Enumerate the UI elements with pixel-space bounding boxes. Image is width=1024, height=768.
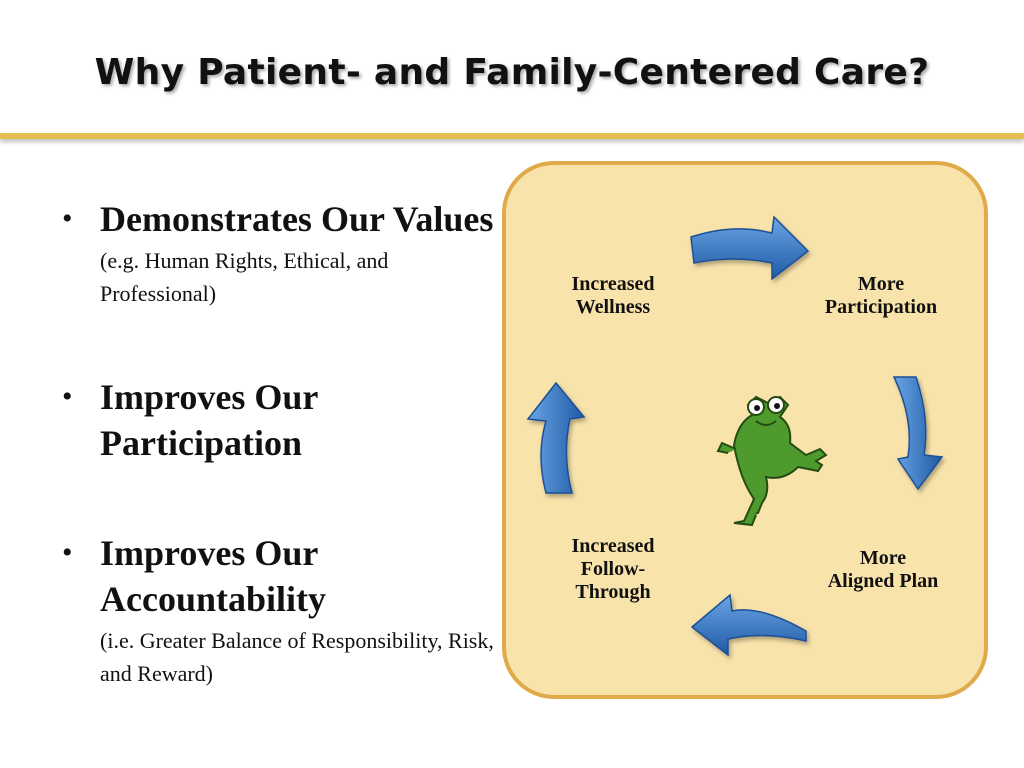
curved-arrow-icon	[690, 593, 807, 657]
frog-icon	[716, 395, 828, 527]
bullet-heading: Demonstrates Our Values	[100, 199, 494, 239]
bullet-note: (e.g. Human Rights, Ethical, and Profess…	[100, 248, 389, 306]
cycle-label-more-participation: More Participation	[796, 273, 966, 319]
bullet-item-participation: • Improves Our Participation	[62, 374, 502, 466]
bullet-note: (i.e. Greater Balance of Responsibility,…	[100, 628, 494, 686]
bullet-dot: •	[62, 202, 73, 235]
bullet-list: • Demonstrates Our Values (e.g. Human Ri…	[62, 196, 502, 690]
bullet-dot: •	[62, 380, 73, 413]
cycle-label-increased-follow-through: Increased Follow- Through	[540, 535, 686, 604]
slide-title: Why Patient- and Family-Centered Care?	[94, 52, 930, 93]
cycle-label-more-aligned-plan: More Aligned Plan	[798, 547, 968, 593]
cycle-diagram-panel: Increased Wellness More Participation Mo…	[502, 161, 988, 699]
bullet-dot: •	[62, 536, 73, 569]
more-aligned-plan-text: More Aligned Plan	[827, 547, 939, 592]
increased-follow-through-text: Increased Follow- Through	[571, 535, 655, 603]
curved-arrow-icon	[526, 381, 586, 494]
increased-wellness-text: Increased Wellness	[571, 273, 655, 318]
bullet-item-accountability: • Improves Our Accountability (i.e. Grea…	[62, 530, 502, 690]
more-participation-text: More Participation	[824, 273, 938, 318]
bullet-heading: Improves Our Participation	[100, 377, 318, 463]
cycle-label-increased-wellness: Increased Wellness	[540, 273, 686, 319]
cycle-diagram	[526, 215, 944, 657]
bullet-item-values: • Demonstrates Our Values (e.g. Human Ri…	[62, 196, 502, 310]
title-divider	[0, 133, 1024, 139]
curved-arrow-icon	[892, 376, 944, 491]
bullet-heading: Improves Our Accountability	[100, 533, 327, 619]
curved-arrow-icon	[690, 215, 810, 281]
